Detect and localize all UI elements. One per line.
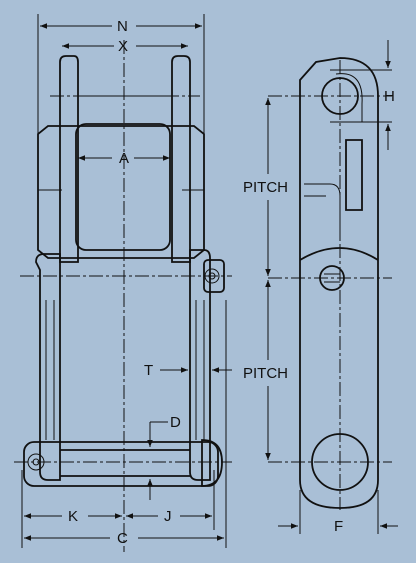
label-j: J <box>164 508 172 525</box>
label-pitch-upper: PITCH <box>243 179 288 196</box>
label-t: T <box>144 362 153 379</box>
front-view: N X A T D K J C <box>14 14 232 552</box>
bottom-pin <box>23 439 223 487</box>
inner-plate-right <box>171 55 191 263</box>
label-d: D <box>170 414 181 431</box>
label-n: N <box>117 18 128 35</box>
outer-plate-right <box>189 249 211 481</box>
label-a: A <box>119 150 129 167</box>
label-f: F <box>334 518 343 535</box>
roller-window <box>75 123 171 251</box>
label-x: X <box>118 38 128 55</box>
label-h: H <box>384 88 395 105</box>
roller-barrel <box>37 125 205 259</box>
label-c: C <box>117 530 128 547</box>
side-link-plate <box>299 57 379 509</box>
label-pitch-lower: PITCH <box>243 365 288 382</box>
inner-plate-left <box>59 55 79 263</box>
outer-plate-left <box>35 253 61 481</box>
side-view: H PITCH PITCH F <box>243 40 398 535</box>
label-k: K <box>68 508 78 525</box>
